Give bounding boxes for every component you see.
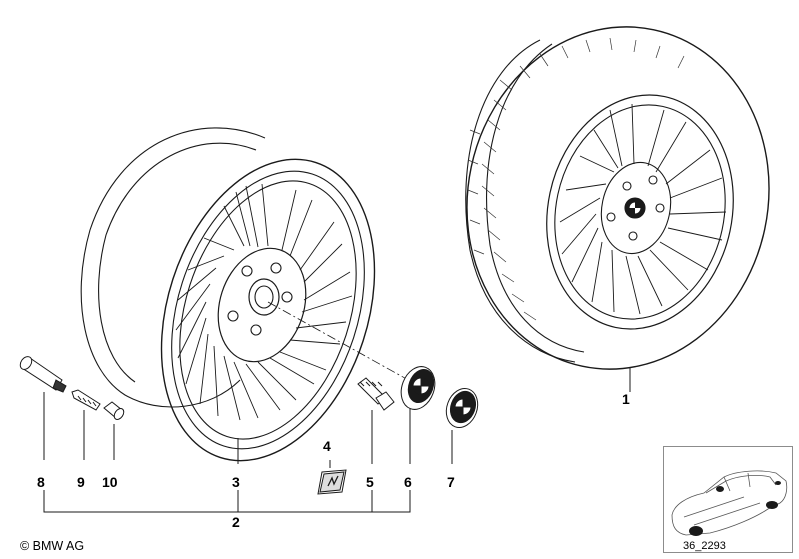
- label-part-5: 5: [366, 474, 374, 490]
- label-part-10: 10: [102, 474, 118, 490]
- label-part-9: 9: [77, 474, 85, 490]
- valve-stem: [19, 356, 67, 393]
- copyright-text: © BMW AG: [20, 539, 85, 553]
- label-part-8: 8: [37, 474, 45, 490]
- label-part-1: 1: [622, 391, 630, 407]
- reference-code: 36_2293: [683, 540, 726, 552]
- axis-line: [267, 301, 413, 383]
- bmw-emblem: [445, 388, 479, 428]
- label-part-6: 6: [404, 474, 412, 490]
- label-part-3: 3: [232, 474, 240, 490]
- wheel-bolt: [357, 377, 395, 411]
- label-part-7: 7: [447, 474, 455, 490]
- label-part-4: 4: [323, 438, 331, 454]
- complete-wheel: [465, 26, 770, 370]
- m-badge: [317, 469, 347, 495]
- valve-cap: [103, 401, 125, 420]
- vehicle-location-inset: [663, 446, 793, 553]
- valve-core: [71, 389, 101, 411]
- center-cap: [400, 366, 436, 410]
- label-part-2: 2: [232, 514, 240, 530]
- car-outline-icon: [671, 470, 788, 536]
- leader-lines: [43, 368, 631, 513]
- rim-assembly: [80, 127, 376, 462]
